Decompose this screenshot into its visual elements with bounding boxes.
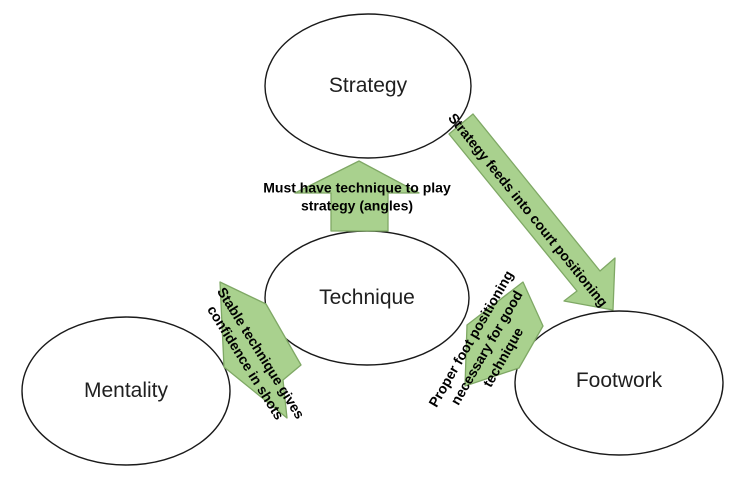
strategy-node-label: Strategy [328, 74, 408, 97]
up-arrow-label-line-1: Must have technique to play [263, 179, 451, 196]
arrow-strategy-to-footwork [448, 113, 616, 311]
mentality-node-label: Mentality [83, 379, 169, 402]
footwork-ellipse [514, 310, 724, 456]
strategy-ellipse [264, 13, 472, 159]
arrow-technique-to-mentality [219, 281, 302, 419]
technique-node-label: Technique [319, 286, 415, 309]
up-arrow-label-line-2: strategy (angles) [300, 198, 414, 214]
up-arrow-label: Must have technique to play strategy (an… [263, 179, 450, 216]
mentality-ellipse [21, 316, 231, 466]
footwork-node-label: Footwork [575, 369, 663, 392]
arrow-footwork-to-technique [464, 281, 544, 387]
up-arrow-technique-to-strategy [294, 160, 420, 232]
